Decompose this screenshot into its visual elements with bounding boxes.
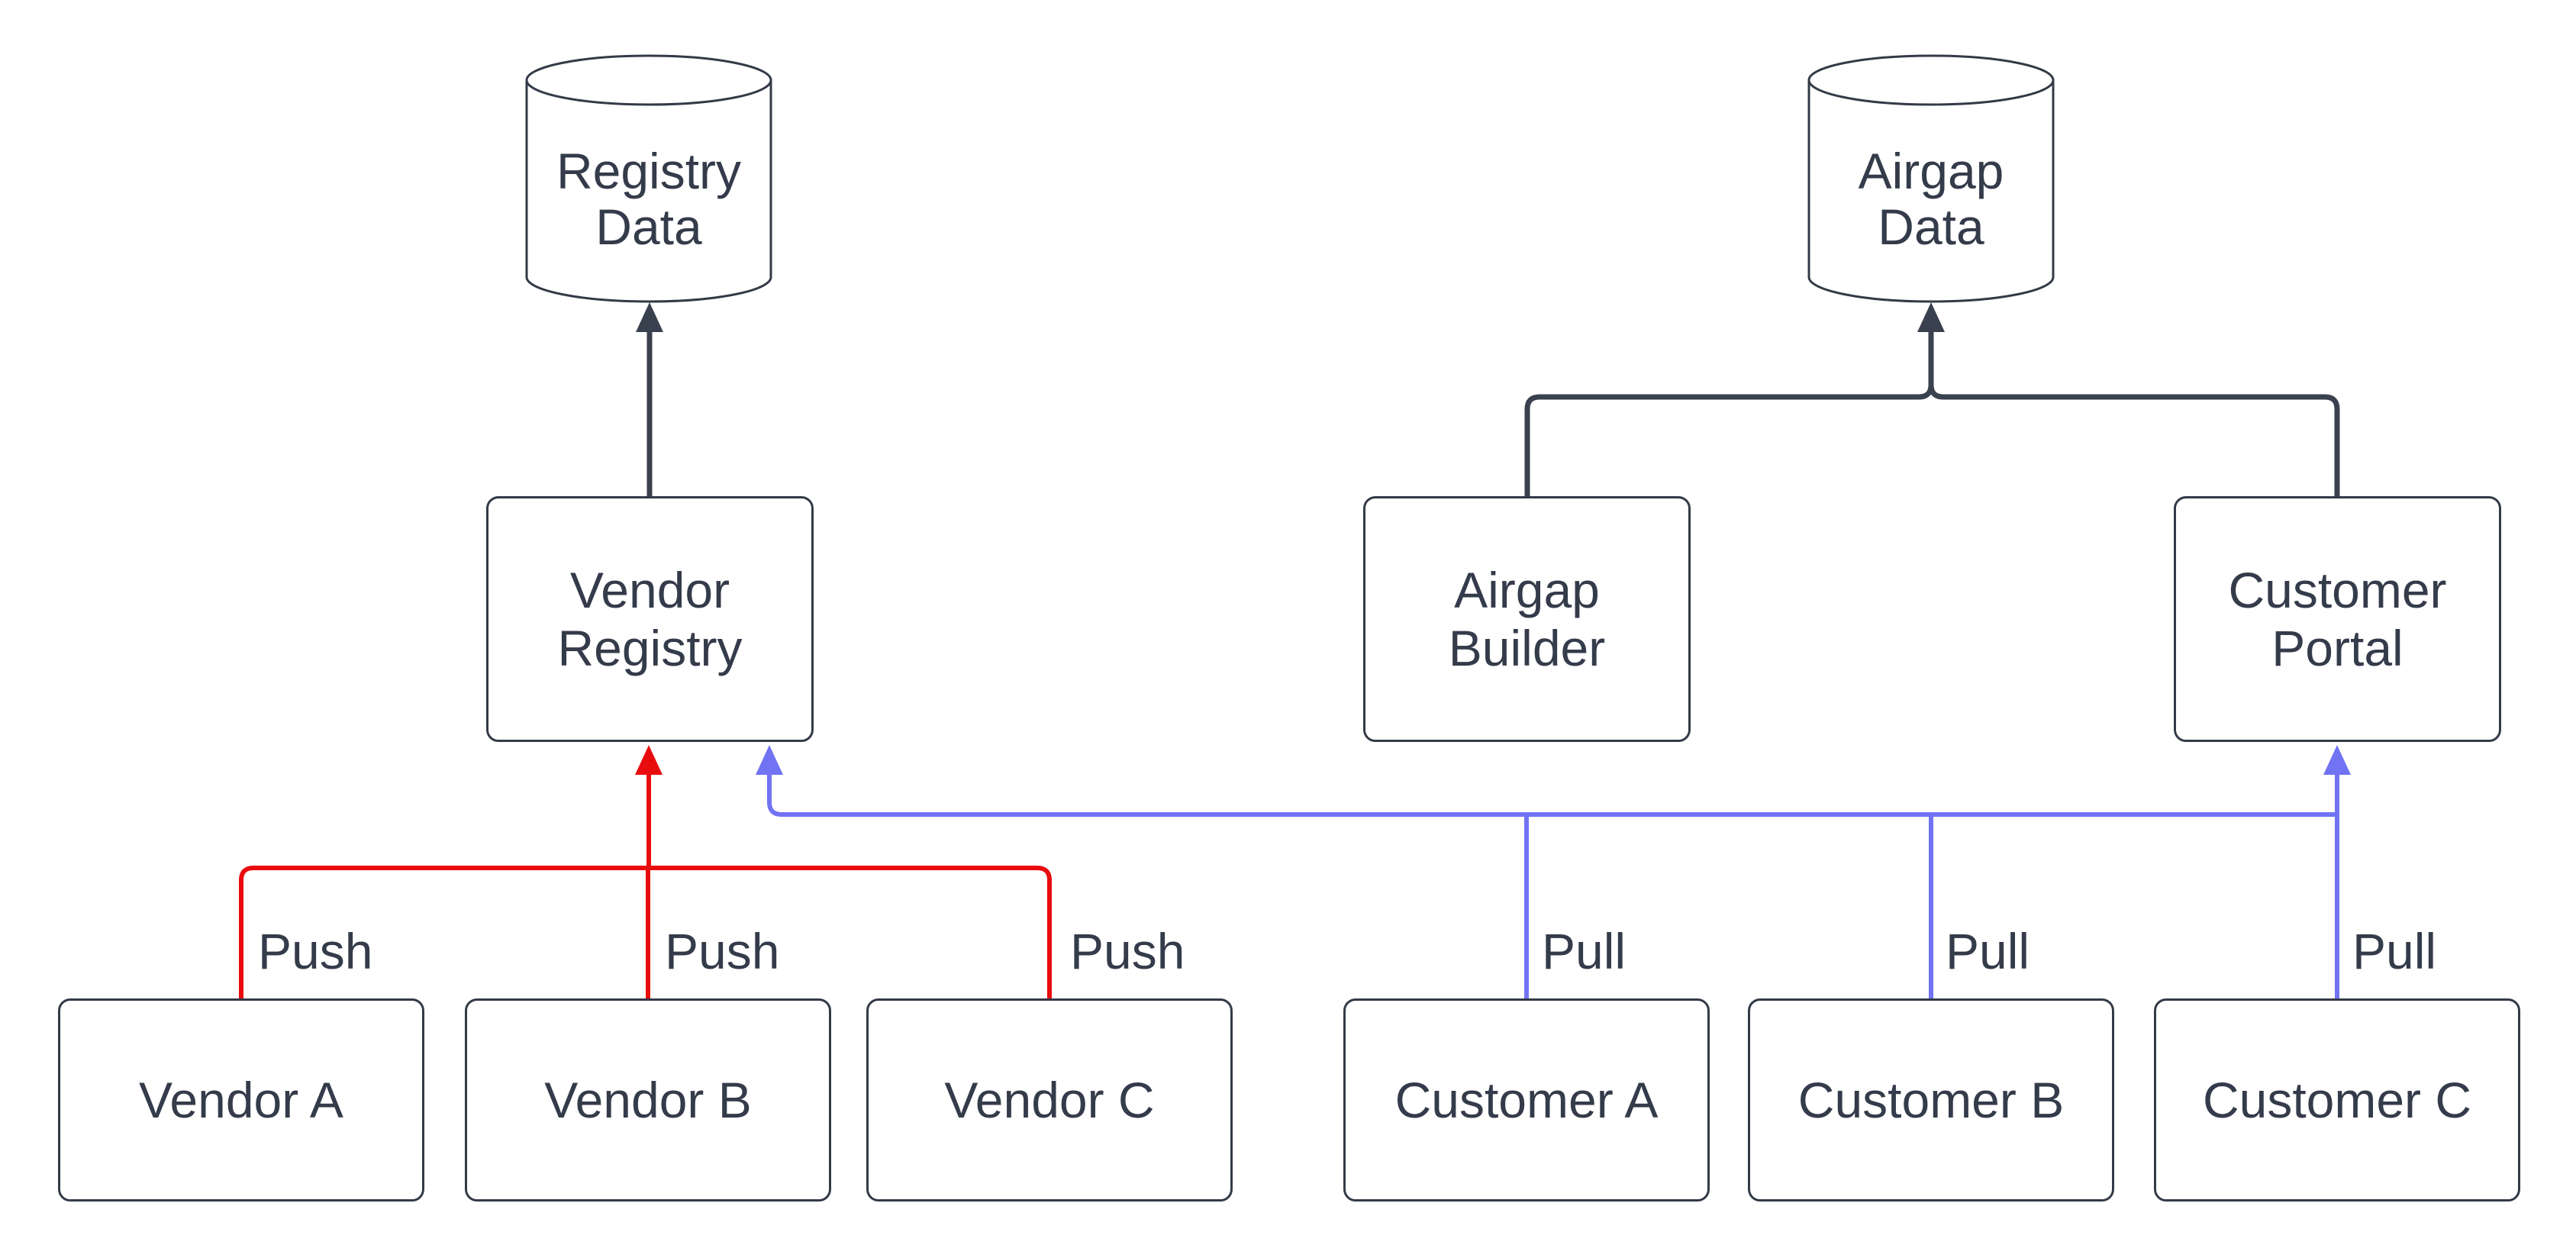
customer-c-node: Customer C (2154, 998, 2520, 1202)
customer-b-node: Customer B (1748, 998, 2114, 1202)
registry-data-cylinder (525, 54, 772, 303)
airgap-data-cylinder (1807, 54, 2055, 303)
airgap-data-label: Airgap Data (1858, 143, 2004, 255)
edge-vendor-registry-to-registry-data (636, 302, 663, 496)
vendor-b-node: Vendor B (465, 998, 831, 1202)
pull-label-customer-a: Pull (1542, 923, 1627, 979)
edge-pull-customers-bus (756, 745, 2351, 998)
vendor-a-node: Vendor A (58, 998, 424, 1202)
push-label-vendor-a: Push (258, 923, 373, 979)
customer-portal-node: Customer Portal (2174, 496, 2501, 742)
edge-airgap-builder-to-airgap-data (1524, 331, 1934, 498)
pull-label-customer-c: Pull (2352, 923, 2437, 979)
push-label-vendor-c: Push (1070, 923, 1185, 979)
pull-label-customer-b: Pull (1946, 923, 2030, 979)
registry-data-label: Registry Data (556, 143, 742, 255)
vendor-c-node: Vendor C (866, 998, 1233, 1202)
edge-customer-portal-to-airgap-data (1917, 302, 2340, 496)
edge-push-vendors-bus (239, 745, 1052, 998)
airgap-builder-node: Airgap Builder (1363, 496, 1691, 742)
vendor-registry-node: Vendor Registry (486, 496, 814, 742)
push-label-vendor-b: Push (665, 923, 780, 979)
customer-a-node: Customer A (1343, 998, 1710, 1202)
